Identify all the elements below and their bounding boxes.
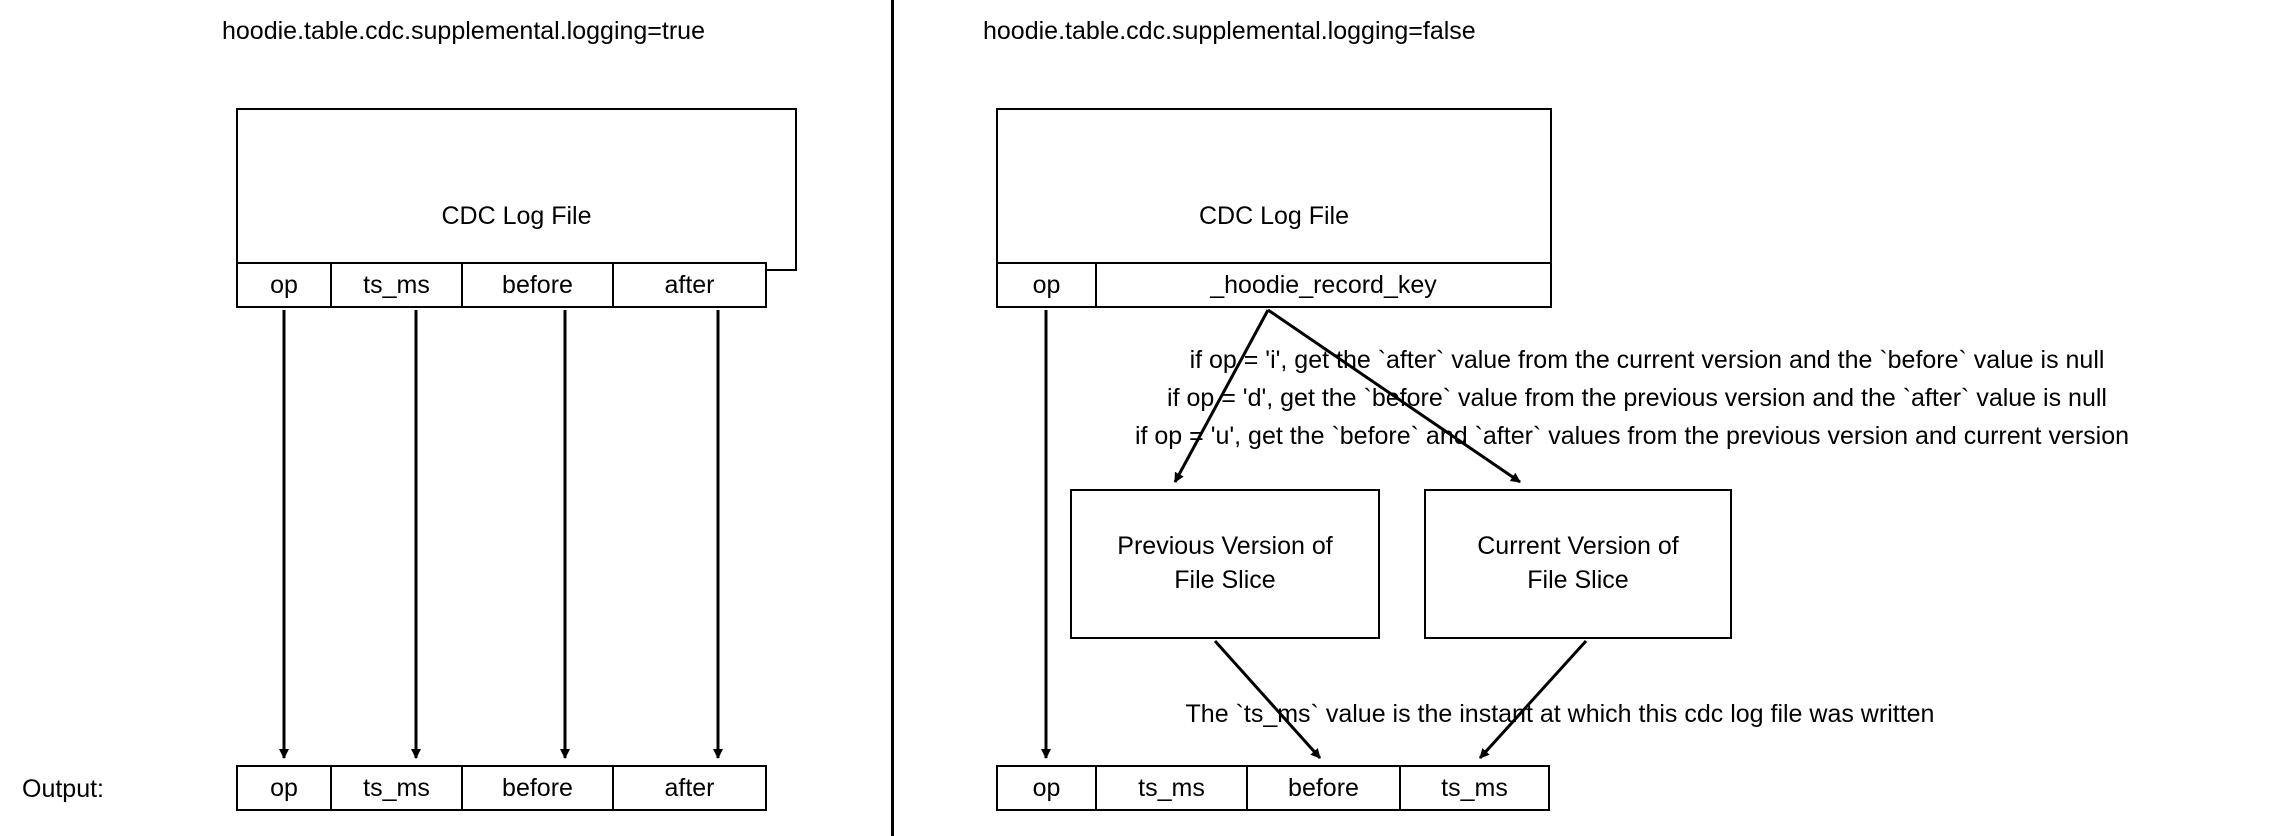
rule-line-update: if op = 'u', get the `before` and `after… [1134, 422, 2130, 450]
right-cdc-log-file-label: CDC Log File [1198, 202, 1350, 230]
left-output-row: op ts_ms before after [236, 765, 767, 811]
right-output-row: op ts_ms before ts_ms [996, 765, 1550, 811]
left-output-col-before: before [461, 765, 614, 811]
left-output-col-ts-ms: ts_ms [330, 765, 463, 811]
left-panel-title: hoodie.table.cdc.supplemental.logging=tr… [222, 17, 705, 45]
previous-version-file-slice-box: Previous Version of File Slice [1070, 489, 1380, 639]
left-output-col-op: op [236, 765, 332, 811]
previous-version-line2: File Slice [1174, 566, 1276, 594]
right-panel-title: hoodie.table.cdc.supplemental.logging=fa… [983, 17, 1476, 45]
right-cdc-log-header-row: op _hoodie_record_key [996, 262, 1552, 308]
right-cdc-log-file-box: CDC Log File [996, 108, 1552, 271]
left-cdc-log-file-box: CDC Log File [236, 108, 797, 271]
left-cdc-log-file-label: CDC Log File [441, 202, 592, 230]
rule-line-insert: if op = 'i', get the `after` value from … [1189, 346, 2105, 374]
left-log-col-ts-ms: ts_ms [330, 262, 463, 308]
right-output-col-op: op [996, 765, 1097, 811]
right-output-col-ts-ms: ts_ms [1095, 765, 1248, 811]
left-output-col-after: after [612, 765, 767, 811]
previous-version-line1: Previous Version of [1117, 532, 1333, 561]
current-version-line1: Current Version of [1477, 532, 1679, 561]
right-log-col-op: op [996, 262, 1097, 308]
left-log-col-before: before [461, 262, 614, 308]
panel-divider [891, 0, 894, 836]
current-version-line2: File Slice [1527, 566, 1629, 594]
right-output-col-before: before [1246, 765, 1401, 811]
current-version-file-slice-box: Current Version of File Slice [1424, 489, 1732, 639]
output-label: Output: [22, 775, 104, 803]
ts-ms-note: The `ts_ms` value is the instant at whic… [1185, 700, 1935, 728]
rule-line-delete: if op = 'd', get the `before` value from… [1167, 384, 2107, 412]
left-log-col-op: op [236, 262, 332, 308]
right-log-col-hoodie-record-key: _hoodie_record_key [1095, 262, 1552, 308]
left-log-col-after: after [612, 262, 767, 308]
right-output-col-ts-ms-2: ts_ms [1399, 765, 1550, 811]
left-cdc-log-header-row: op ts_ms before after [236, 262, 767, 308]
